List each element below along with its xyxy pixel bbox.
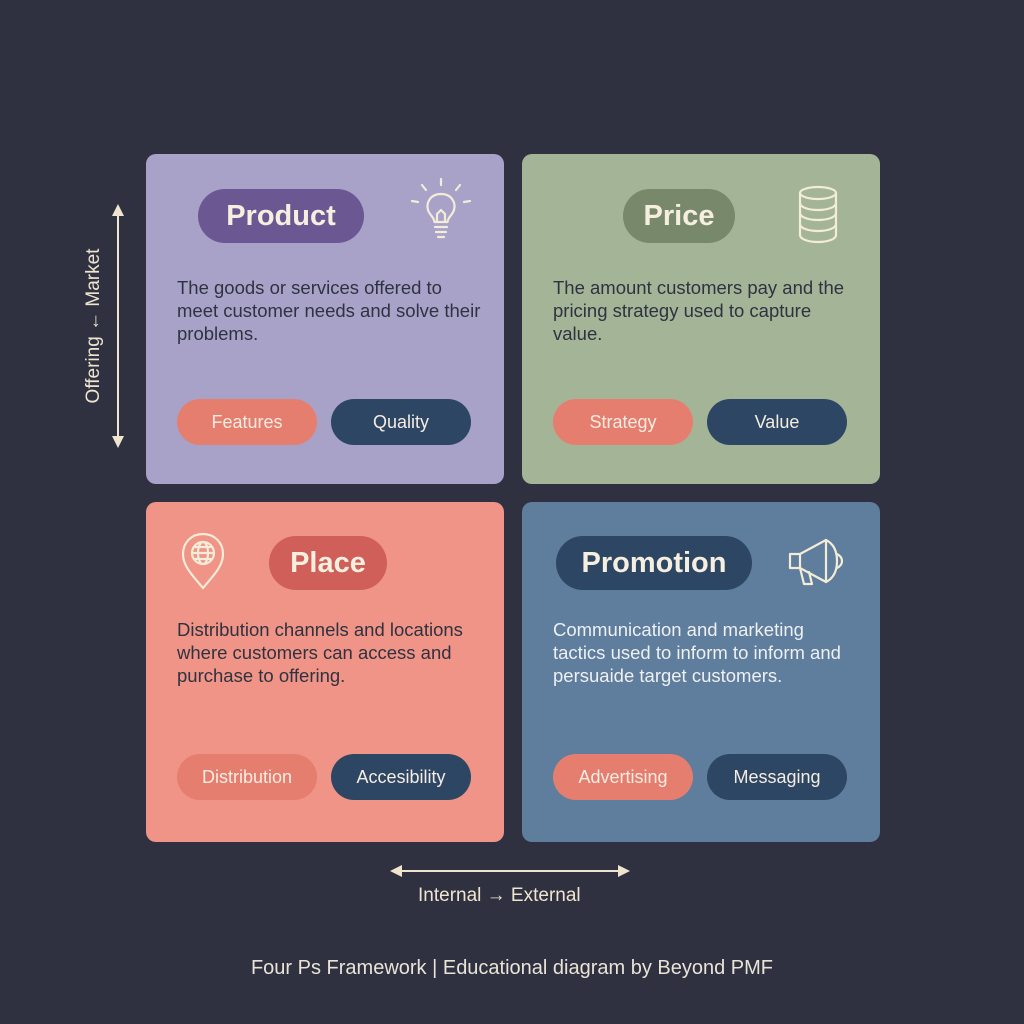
promotion-tag-messaging[interactable]: Messaging [707, 754, 847, 800]
price-card: Price The amount customers pay and the p… [522, 154, 880, 484]
promotion-description: Communication and marketing tactics used… [553, 619, 841, 686]
promotion-title: Promotion [556, 536, 752, 590]
product-tag-features[interactable]: Features [177, 399, 317, 445]
place-description: Distribution channels and locations wher… [177, 619, 463, 686]
price-title: Price [623, 189, 735, 243]
price-tag-value[interactable]: Value [707, 399, 847, 445]
location-globe-icon [181, 532, 225, 590]
vertical-axis-label: Offering ← Market [83, 248, 104, 404]
product-tag-quality[interactable]: Quality [331, 399, 471, 445]
promotion-card: Promotion Communication and marketing ta… [522, 502, 880, 842]
vertical-axis-arrow [112, 204, 124, 448]
promotion-tag-advertising[interactable]: Advertising [553, 754, 693, 800]
place-tag-distribution[interactable]: Distribution [177, 754, 317, 800]
coin-stack-icon [798, 185, 838, 244]
footer-caption: Four Ps Framework | Educational diagram … [250, 957, 774, 979]
horizontal-axis-arrow [390, 865, 630, 877]
lightbulb-icon [410, 177, 472, 239]
horizontal-axis-label: Internal → External [418, 885, 581, 906]
megaphone-icon [788, 538, 844, 586]
place-title: Place [269, 536, 387, 590]
place-card: Place Distribution channels and location… [146, 502, 504, 842]
product-card: Product The goods or services offered to… [146, 154, 504, 484]
price-tag-strategy[interactable]: Strategy [553, 399, 693, 445]
product-description: The goods or services offered to meet cu… [177, 277, 481, 344]
product-title: Product [198, 189, 364, 243]
price-description: The amount customers pay and the pricing… [553, 277, 845, 344]
place-tag-accesibility[interactable]: Accesibility [331, 754, 471, 800]
